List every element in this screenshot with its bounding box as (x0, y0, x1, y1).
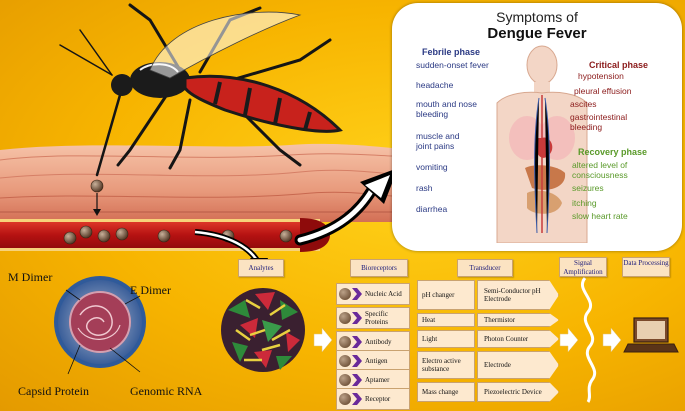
chevron-right-icon (352, 393, 362, 405)
transducer-input: Heat (417, 313, 475, 327)
febrile-item: diarrhea (416, 204, 448, 214)
recovery-item: slow heart rate (572, 211, 628, 221)
bioreceptor-item: Receptor (336, 388, 410, 410)
signal-wave (581, 277, 596, 403)
capsid-protein-label: Capsid Protein (18, 384, 89, 398)
transducer-device: Piezoelectric Device (477, 382, 559, 402)
laptop-icon (623, 317, 679, 353)
virus-3d-model (221, 288, 305, 372)
m-dimer-label: M Dimer (8, 270, 53, 284)
panel-title-line1: Symptoms of (496, 9, 578, 25)
febrile-item: headache (416, 80, 454, 90)
analyte-ball-icon (339, 374, 351, 386)
febrile-item: joint pains (416, 141, 455, 151)
transducer-header: Transducer (457, 259, 513, 277)
transducer-device: Semi-Conductor pH Electrode (477, 280, 559, 310)
recovery-phase-heading: Recovery phase (578, 147, 648, 157)
recovery-item: seizures (572, 183, 604, 193)
recovery-item: itching (572, 198, 597, 208)
panel-title-line2: Dengue Fever (487, 25, 587, 42)
transducer-input: Electro active substance (417, 351, 475, 379)
analyte-ball-icon (339, 393, 351, 405)
febrile-item: vomiting (416, 162, 448, 172)
data-processing-header: Data Processing (622, 257, 670, 277)
critical-item: pleural effusion (574, 86, 632, 96)
transducer-input: Light (417, 330, 475, 348)
bioreceptor-item: Nucleic Acid (336, 283, 410, 305)
chevron-right-icon (352, 355, 362, 367)
analyte-ball-icon (339, 336, 351, 348)
human-body-illustration (496, 45, 588, 243)
bioreceptors-header: Bioreceptors (350, 259, 408, 277)
critical-item: hypotension (578, 71, 624, 81)
flow-arrows (313, 327, 622, 353)
skin-layer (0, 143, 392, 222)
critical-item: gastrointestinal (570, 112, 628, 122)
signal-amplification-header: Signal Amplification (559, 257, 607, 277)
transducer-input: Mass change (417, 382, 475, 402)
recovery-item: altered level of (572, 160, 628, 170)
transducer-device: Thermistor (477, 313, 559, 327)
analyte-ball-icon (339, 312, 351, 324)
critical-item: ascites (570, 99, 597, 109)
transducer-device: Photon Counter (477, 330, 559, 348)
virus-cross-section (54, 276, 146, 368)
febrile-item: bleeding (416, 109, 449, 119)
febrile-item: mouth and nose (416, 99, 477, 109)
febrile-item: rash (416, 183, 433, 193)
critical-phase-heading: Critical phase (589, 60, 649, 70)
analytes-header: Analytes (238, 259, 284, 277)
bioreceptor-item: Specific Proteins (336, 307, 410, 329)
bioreceptor-item: Aptamer (336, 369, 410, 391)
chevron-right-icon (352, 288, 362, 300)
analyte-ball-icon (339, 355, 351, 367)
chevron-right-icon (352, 336, 362, 348)
febrile-item: sudden-onset fever (416, 60, 489, 70)
critical-item: bleeding (570, 122, 603, 132)
e-dimer-label: E Dimer (130, 283, 171, 297)
transducer-device: Electrode (477, 351, 559, 379)
symptoms-panel: Symptoms of Dengue Fever Febrile phase s… (392, 3, 682, 251)
transducer-input: pH changer (417, 280, 475, 310)
genomic-rna-label: Genomic RNA (130, 384, 203, 398)
chevron-right-icon (352, 374, 362, 386)
analyte-ball-icon (339, 288, 351, 300)
recovery-item: consciousness (572, 170, 628, 180)
febrile-item: muscle and (416, 131, 460, 141)
febrile-phase-heading: Febrile phase (422, 47, 481, 57)
mosquito-abdomen (183, 74, 343, 133)
chevron-right-icon (352, 312, 362, 324)
